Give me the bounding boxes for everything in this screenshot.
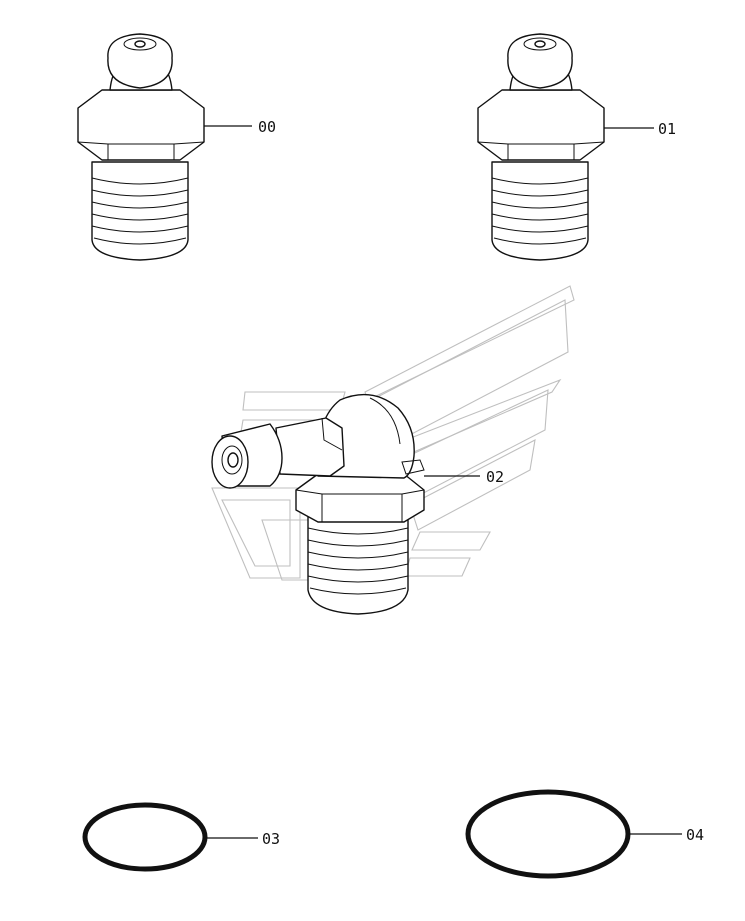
- o-ring-04: 04: [465, 789, 704, 879]
- callout-01-label: 01: [658, 120, 676, 138]
- callout-02-label: 02: [486, 468, 504, 486]
- callout-03-label: 03: [262, 830, 280, 848]
- grease-nipple-02: 02: [211, 393, 504, 615]
- callout-00-label: 00: [258, 118, 276, 136]
- grease-nipple-00: 00: [77, 33, 276, 261]
- callout-04-label: 04: [686, 826, 704, 844]
- grease-nipple-01: 01: [477, 33, 676, 261]
- o-ring-03: 03: [82, 802, 280, 872]
